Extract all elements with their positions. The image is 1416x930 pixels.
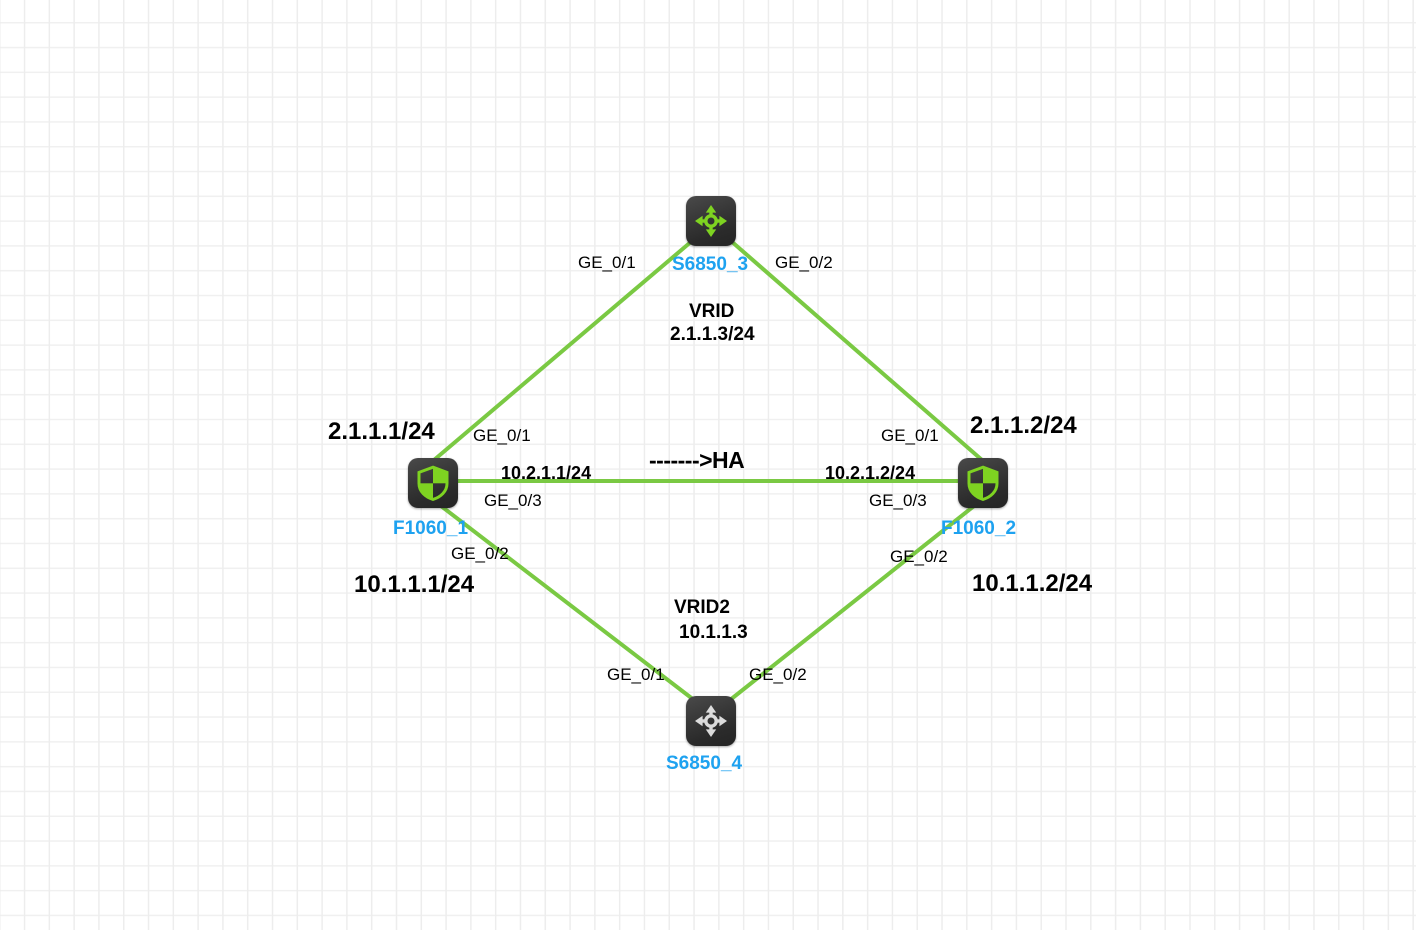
device-name-f1060-1: F1060_1 (393, 518, 469, 539)
port-label-s6850-3-ge02: GE_0/2 (775, 253, 833, 272)
device-name-f1060-2: F1060_2 (941, 518, 1017, 539)
node-f1060-2[interactable] (958, 458, 1008, 508)
port-label-f1060-1-ge03: GE_0/3 (484, 491, 542, 510)
link-f1060_1-s6850_4 (439, 504, 696, 702)
node-s6850-4[interactable] (686, 696, 736, 746)
ip-label-f1060-1-lower: 10.1.1.1/24 (354, 571, 475, 598)
firewall-shield-icon (965, 464, 1001, 502)
port-label-f1060-2-ge02: GE_0/2 (890, 547, 948, 566)
port-label-f1060-2-ge03: GE_0/3 (869, 491, 927, 510)
node-f1060-1[interactable] (408, 458, 458, 508)
vrid-bottom-ip: 10.1.1.3 (679, 622, 748, 643)
vrid-bottom-name: VRID2 (674, 597, 730, 618)
port-label-s6850-4-ge01: GE_0/1 (607, 665, 665, 684)
ip-label-f1060-2-upper: 2.1.1.2/24 (970, 412, 1077, 439)
ip-label-f1060-1-upper: 2.1.1.1/24 (328, 418, 435, 445)
switch-icon (693, 703, 729, 739)
firewall-shield-icon (415, 464, 451, 502)
switch-icon (693, 203, 729, 239)
device-name-s6850-4: S6850_4 (666, 753, 743, 774)
port-label-f1060-2-ge01: GE_0/1 (881, 426, 939, 445)
port-label-s6850-4-ge02: GE_0/2 (749, 665, 807, 684)
node-s6850-3[interactable] (686, 196, 736, 246)
link-s6850_4-f1060_2 (728, 504, 976, 702)
link-f1060_1-s6850_3 (432, 239, 694, 462)
port-label-f1060-1-ge02: GE_0/2 (451, 544, 509, 563)
ip-label-f1060-2-ha: 10.2.1.2/24 (825, 463, 916, 483)
ha-annotation: ------->HA (649, 447, 745, 473)
vrid-top-ip: 2.1.1.3/24 (670, 324, 755, 345)
link-s6850_3-f1060_2 (729, 239, 984, 462)
port-label-s6850-3-ge01: GE_0/1 (578, 253, 636, 272)
device-name-s6850-3: S6850_3 (672, 254, 749, 275)
vrid-top-name: VRID (689, 301, 735, 322)
port-label-f1060-1-ge01: GE_0/1 (473, 426, 531, 445)
ip-label-f1060-2-lower: 10.1.1.2/24 (972, 570, 1093, 597)
ip-label-f1060-1-ha: 10.2.1.1/24 (501, 463, 592, 483)
